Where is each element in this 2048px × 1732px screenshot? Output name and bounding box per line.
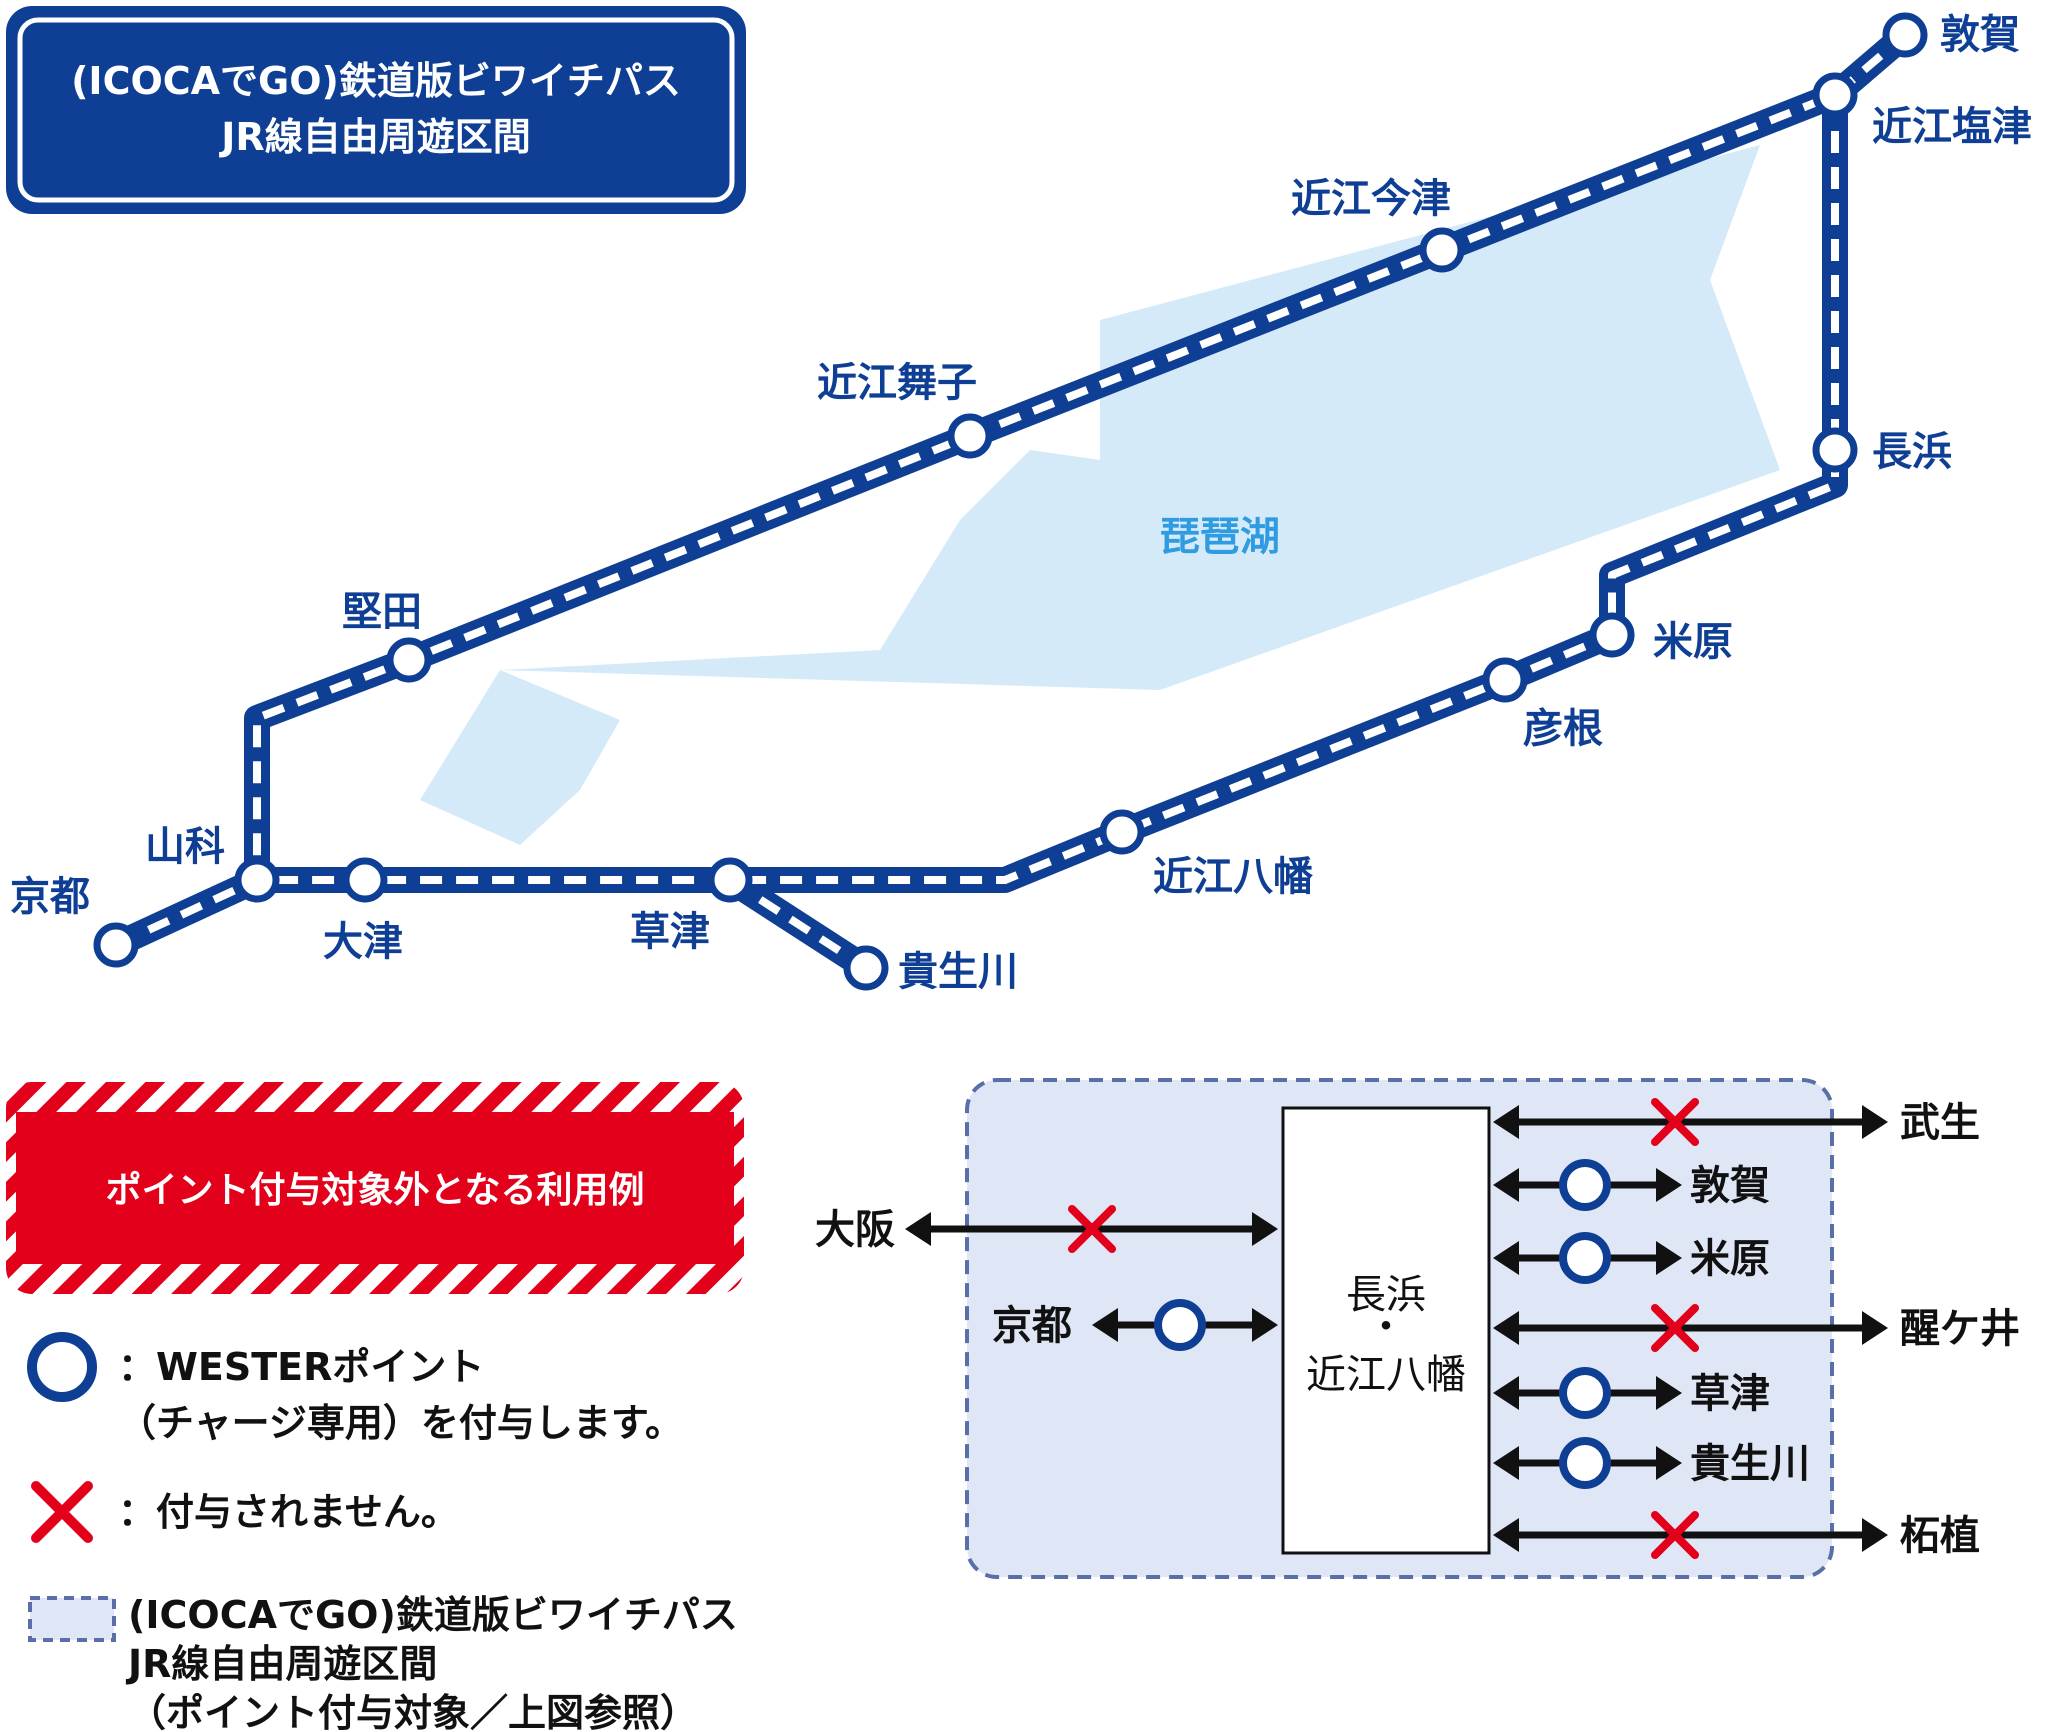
right-route-6-head-right	[1862, 1518, 1888, 1552]
left-route-0-head-right	[1252, 1212, 1278, 1246]
stations	[93, 12, 1928, 991]
left-route-1-head-left	[1092, 1308, 1118, 1342]
station-kyoto	[93, 922, 139, 968]
right-route-3-dest: 醒ケ井	[1900, 1306, 2020, 1352]
station-maibara	[1589, 612, 1635, 658]
left-route-1-circle-icon	[1154, 1299, 1206, 1351]
right-route-1-head-right	[1656, 1168, 1682, 1202]
lake-biwa	[420, 145, 1780, 845]
right-route-1-dest: 敦賀	[1690, 1163, 1770, 1209]
station-kibukawa	[843, 945, 889, 991]
label-tsuruga: 敦賀	[1940, 12, 2020, 58]
right-route-6-head-left	[1493, 1518, 1519, 1552]
left-route-0-cross-icon	[1068, 1205, 1116, 1253]
right-route-4-dest: 草津	[1690, 1371, 1770, 1417]
legend-circle-line-2: （チャージ専用）を付与します。	[118, 1401, 683, 1445]
label-kyoto: 京都	[10, 874, 90, 920]
label-kibukawa: 貴生川	[898, 949, 1018, 995]
right-route-6-dest: 柘植	[1900, 1513, 1980, 1559]
station-hikone	[1482, 657, 1528, 703]
left-route-1-dest: 京都	[992, 1303, 1072, 1349]
center-box-line-2: 近江八幡	[1306, 1352, 1466, 1398]
center-station-box	[1281, 1106, 1491, 1555]
label-omi-maiko: 近江舞子	[817, 360, 977, 406]
right-route-6-cross-icon	[1651, 1511, 1699, 1559]
legend-cross-icon	[31, 1481, 93, 1543]
legend-cross-text: ：付与されません。	[118, 1490, 459, 1534]
legend-area-swatch	[28, 1596, 116, 1642]
station-omi-shiotsu	[1812, 72, 1858, 118]
station-katata	[386, 637, 432, 683]
station-otsu	[342, 857, 388, 903]
right-route-5-circle-icon	[1559, 1437, 1611, 1489]
legend-area-line-2: JR線自由周遊区間	[125, 1642, 437, 1686]
warning-banner-text: ポイント付与対象外となる利用例	[106, 1169, 645, 1211]
right-route-5-head-left	[1493, 1446, 1519, 1480]
lake-label: 琵琶湖	[1160, 514, 1280, 560]
warning-banner: ポイント付与対象外となる利用例	[6, 1082, 744, 1294]
right-route-2-circle-icon	[1559, 1232, 1611, 1284]
legend-circle-line-1: ：WESTERポイント	[118, 1345, 484, 1389]
label-maibara: 米原	[1653, 619, 1733, 665]
label-katata: 堅田	[342, 589, 422, 635]
left-route-0-head-left	[905, 1212, 931, 1246]
right-route-2-head-left	[1493, 1241, 1519, 1275]
legend: ：WESTERポイント （チャージ専用）を付与します。 ：付与されません。 (I…	[27, 1332, 738, 1732]
right-route-4-circle-icon	[1559, 1367, 1611, 1419]
right-route-2-dest: 米原	[1690, 1236, 1770, 1282]
legend-area-line-3: （ポイント付与対象／上図参照）	[128, 1691, 698, 1732]
label-otsu: 大津	[323, 919, 403, 965]
right-route-5-head-right	[1656, 1446, 1682, 1480]
right-route-3-cross-icon	[1651, 1304, 1699, 1352]
title-line-2: JR線自由周遊区間	[218, 115, 530, 159]
center-box-line-1: 長浜	[1346, 1272, 1426, 1318]
right-route-3-head-left	[1493, 1311, 1519, 1345]
title-line-1: (ICOCAでGO)鉄道版ビワイチパス	[71, 59, 681, 103]
right-route-2-head-right	[1656, 1241, 1682, 1275]
right-route-0-dest: 武生	[1900, 1100, 1980, 1146]
right-route-0-head-right	[1862, 1105, 1888, 1139]
station-omi-imazu	[1419, 227, 1465, 273]
station-labels: 京都 山科 大津 草津 貴生川 堅田 近江舞子 近江今津 近江塩津 敦賀 長浜 …	[10, 12, 2032, 995]
right-route-0-head-left	[1493, 1105, 1519, 1139]
label-omi-imazu: 近江今津	[1291, 176, 1451, 222]
legend-area-line-1: (ICOCAでGO)鉄道版ビワイチパス	[128, 1593, 738, 1637]
label-nagahama: 長浜	[1872, 429, 1952, 475]
station-tsuruga	[1882, 12, 1928, 58]
label-omi-shiotsu: 近江塩津	[1872, 104, 2032, 150]
left-route-1-head-right	[1252, 1308, 1278, 1342]
station-kusatsu	[707, 857, 753, 903]
label-omi-hachiman: 近江八幡	[1153, 854, 1313, 900]
label-yamashina: 山科	[145, 824, 225, 870]
right-route-4-head-left	[1493, 1376, 1519, 1410]
right-route-4-head-right	[1656, 1376, 1682, 1410]
title-box: (ICOCAでGO)鉄道版ビワイチパス JR線自由周遊区間	[6, 6, 746, 214]
label-hikone: 彦根	[1523, 706, 1603, 752]
center-box-dot: ・	[1366, 1304, 1406, 1350]
station-yamashina	[234, 857, 280, 903]
label-kusatsu: 草津	[630, 909, 710, 955]
station-omi-hachiman	[1099, 809, 1145, 855]
right-route-0-cross-icon	[1651, 1098, 1699, 1146]
legend-circle-icon	[27, 1332, 97, 1402]
right-route-1-circle-icon	[1559, 1159, 1611, 1211]
right-route-5-dest: 貴生川	[1690, 1441, 1810, 1487]
right-route-3-head-right	[1862, 1311, 1888, 1345]
station-nagahama	[1812, 427, 1858, 473]
left-route-0-dest: 大阪	[815, 1207, 895, 1253]
station-omi-maiko	[947, 413, 993, 459]
right-route-1-head-left	[1493, 1168, 1519, 1202]
